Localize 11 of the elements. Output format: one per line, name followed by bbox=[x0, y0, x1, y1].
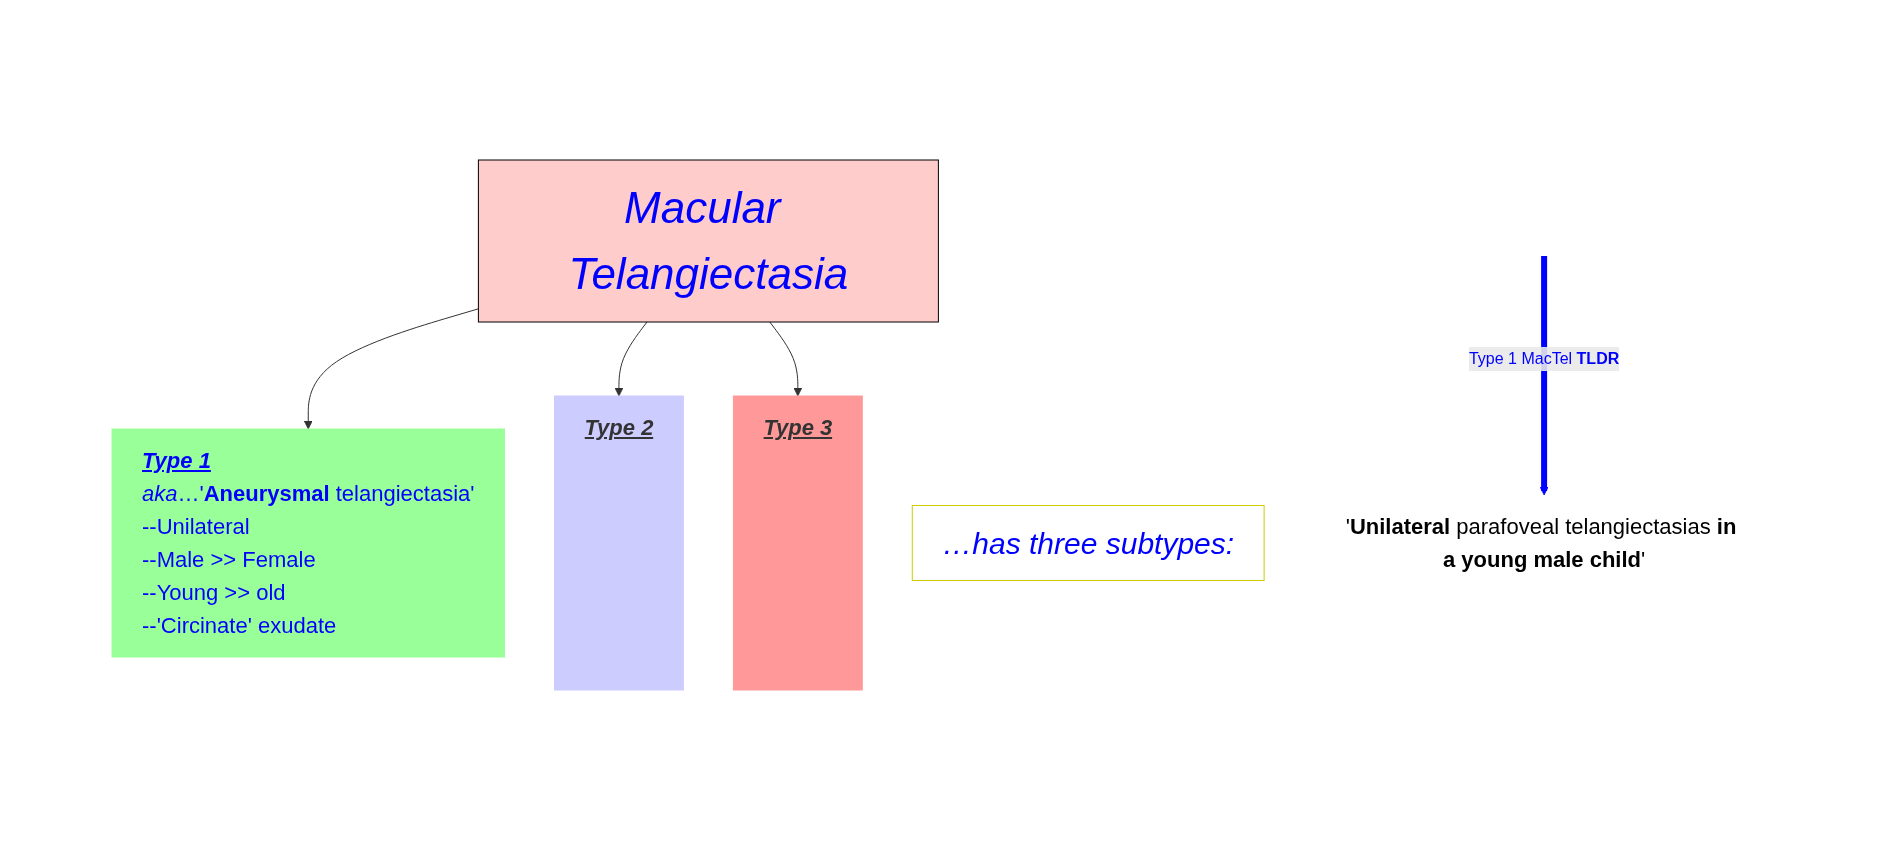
node-box: Type 3 bbox=[733, 395, 864, 691]
node-box: Type 1 aka…'Aneurysmal telangiectasia' --Unilateral --Male >> Female --Young >> old --'Circinate' exudate bbox=[111, 428, 506, 658]
node-box: …has three subtypes: bbox=[912, 505, 1266, 581]
arrow bbox=[1540, 256, 1549, 496]
node-box: Macular Telangiectasia bbox=[478, 159, 940, 323]
arrow bbox=[615, 321, 648, 397]
node-text: 'Unilateral parafoveal telangiectasias in a young male child' bbox=[1346, 514, 1737, 572]
arrow bbox=[304, 308, 480, 430]
arrow bbox=[769, 321, 803, 397]
node-box: Type 2 bbox=[554, 395, 685, 691]
edge-label: Type 1 MacTel TLDR bbox=[1469, 350, 1620, 367]
